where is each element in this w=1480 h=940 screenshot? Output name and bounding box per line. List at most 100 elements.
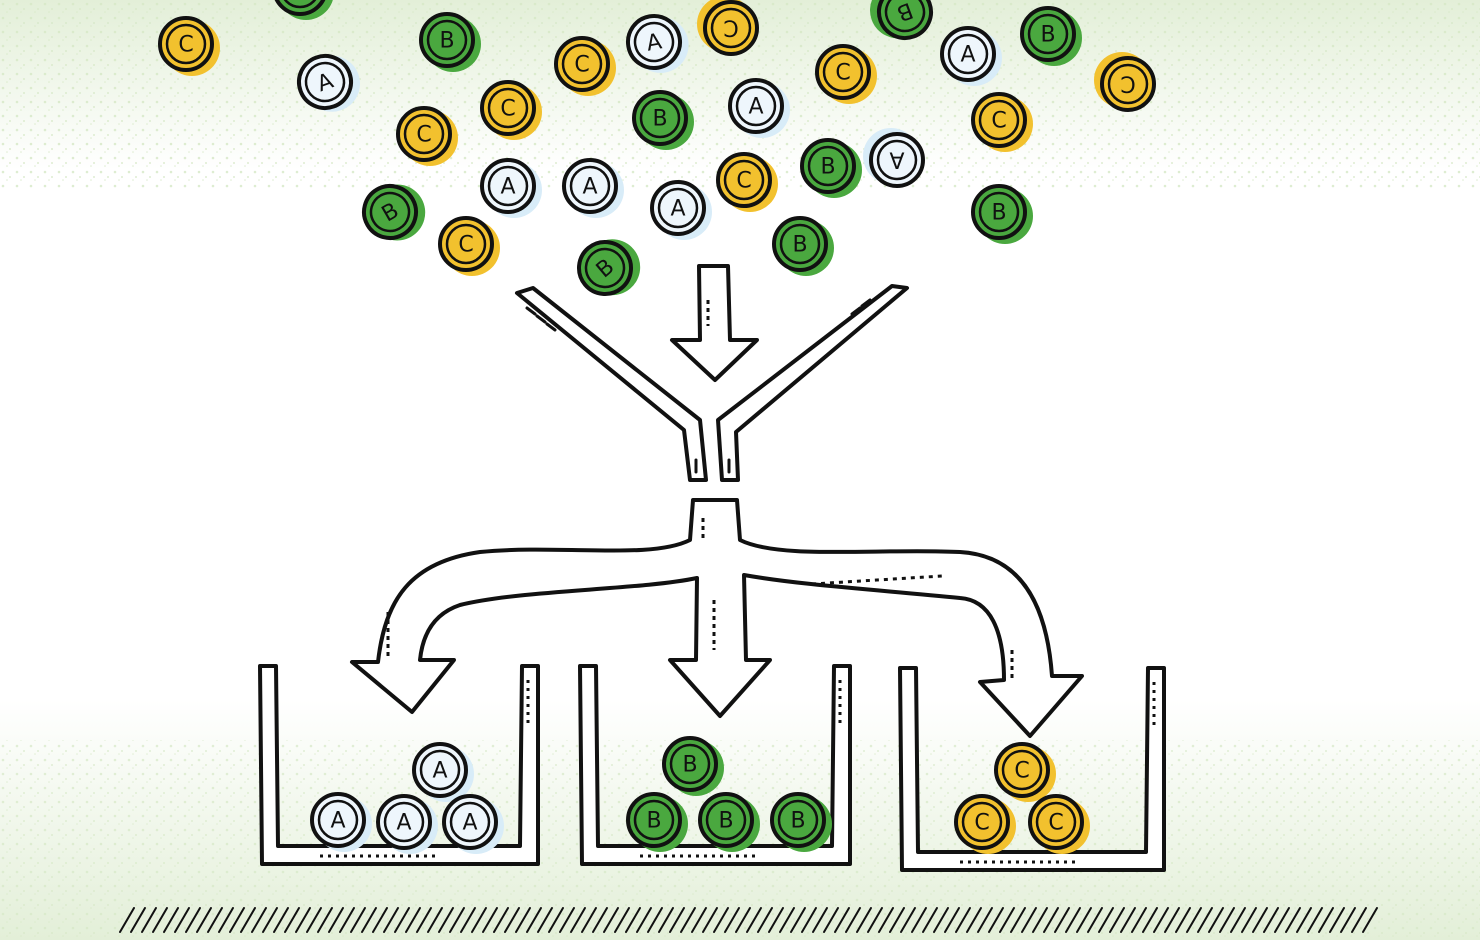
hatch-stroke [768,907,784,933]
hatch-stroke [933,907,949,933]
falling-ball-b: B [869,0,933,40]
bin-ball-b: B [626,792,688,852]
ball-inner-ring [283,0,317,9]
hatch-stroke [372,907,388,933]
falling-ball-b: B [632,90,694,150]
bin-outline [258,664,540,866]
ball-inner-ring [1027,13,1069,55]
hatch-stroke [218,907,234,933]
hatch-stroke [284,907,300,933]
hatch-stroke [702,907,718,933]
hatch-stroke [790,907,806,933]
ball-inner-ring [317,799,359,841]
bin-ball-a: A [442,794,504,854]
bin-ball-a: A [376,794,438,854]
falling-ball-b: B [274,0,333,20]
falling-ball-b: B [419,12,481,72]
hatch-stroke [1230,907,1246,933]
hatch-stroke [537,907,553,933]
falling-ball-b: B [1020,6,1082,66]
hatch-stroke [757,907,773,933]
ball-label: B [1040,23,1055,48]
falling-ball-a: A [650,180,712,240]
hatch-stroke [801,907,817,933]
falling-ball-c: C [971,92,1033,152]
hatch-stroke [647,907,663,933]
hatch-stroke [1362,907,1378,933]
ball-label: C [736,169,751,194]
hatch-stroke [691,907,707,933]
hatch-stroke [482,907,498,933]
hatch-stroke [1340,907,1356,933]
ball-label: A [396,811,411,836]
hatch-stroke [1120,907,1136,933]
ball-label: B [292,0,307,2]
ball-label: C [1014,759,1029,784]
ball-label: B [646,809,661,834]
ball-label: C [458,233,473,258]
hatch-stroke [1032,907,1048,933]
falling-balls: CABCCCACBACBABCCBAAACBABCBBB [158,0,1156,296]
bin-ball-c: C [954,794,1016,854]
ball-label: C [1048,811,1063,836]
hatch-stroke [262,907,278,933]
falling-ball-b: B [577,239,641,296]
hatch-stroke [493,907,509,933]
bin-ball-a: A [310,792,372,852]
hatch-stroke [394,907,410,933]
falling-ball-a: A [940,26,1002,86]
hatch-stroke [603,907,619,933]
hatch-stroke [823,907,839,933]
ball-label: B [991,201,1006,226]
falling-ball-c: C [158,16,220,76]
hatch-stroke [1109,907,1125,933]
ball-label: B [792,233,807,258]
ball-inner-ring [669,743,711,785]
falling-ball-c: C [396,106,458,166]
hatch-stroke [724,907,740,933]
ball-inner-ring [710,7,752,49]
ball-inner-ring [735,85,777,127]
hatch-stroke [185,907,201,933]
hatch-stroke [636,907,652,933]
hatch-stroke [317,907,333,933]
hatch-stroke [229,907,245,933]
ball-label: C [1120,71,1135,96]
hatch-stroke [669,907,685,933]
falling-ball-b: B [362,184,426,241]
falling-ball-c: C [438,216,500,276]
ball-inner-ring [487,87,529,129]
ball-inner-ring [445,223,487,265]
ball-label: C [500,97,515,122]
hatch-stroke [1197,907,1213,933]
ball-label: B [820,155,835,180]
hatch-stroke [1274,907,1290,933]
hatch-stroke [1241,907,1257,933]
ball-label: C [991,109,1006,134]
ball-inner-ring [633,799,675,841]
hatch-stroke [416,907,432,933]
ball-inner-ring [947,33,989,75]
hatch-stroke [900,907,916,933]
ball-inner-ring [961,801,1003,843]
hatch-stroke [999,907,1015,933]
bin-ball-c: C [1028,794,1090,854]
hatch-stroke [1329,907,1345,933]
ball-label: B [718,809,733,834]
hatch-stroke [1208,907,1224,933]
ball-inner-ring [369,191,411,233]
hatch-stroke [1043,907,1059,933]
hatch-stroke [592,907,608,933]
hatch-stroke [1307,907,1323,933]
falling-ball-a: A [562,158,624,218]
ball-inner-ring [978,191,1020,233]
ball-label: B [652,107,667,132]
hatch-stroke [504,907,520,933]
hatch-stroke [141,907,157,933]
hatch-stroke [845,907,861,933]
falling-ball-b: B [971,184,1033,244]
ball-inner-ring [639,97,681,139]
hatch-stroke [658,907,674,933]
